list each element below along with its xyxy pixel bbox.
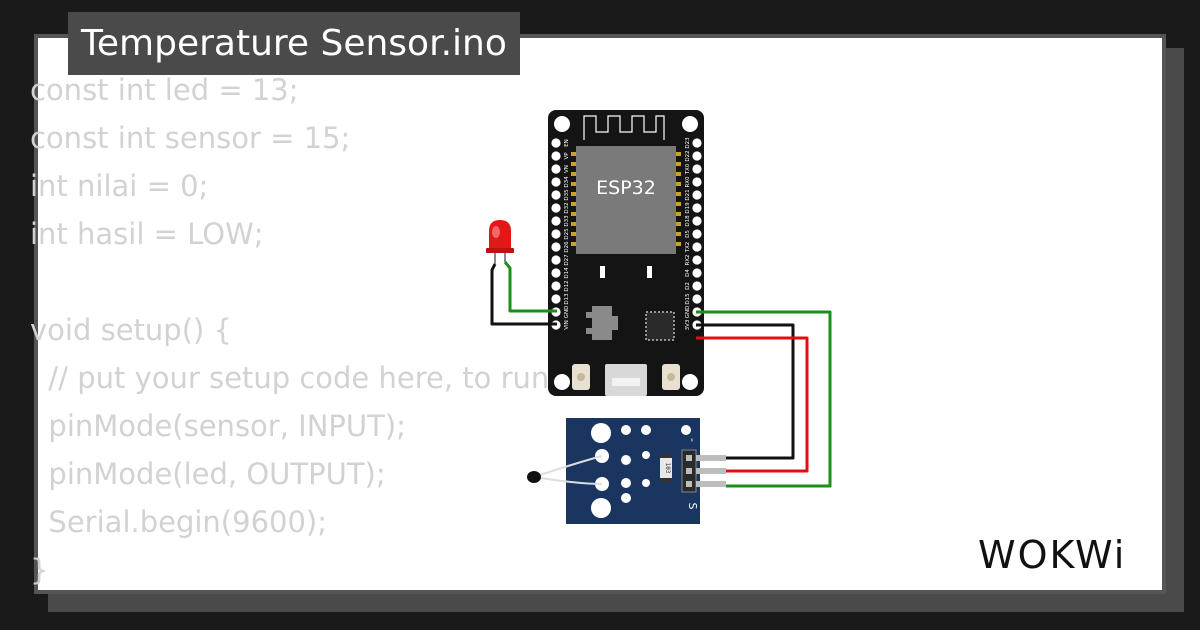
pin-left-3 (551, 177, 561, 187)
code-line: void setup() { (30, 313, 232, 347)
pin-label-minus: - (686, 438, 699, 442)
pin-label: D25 (564, 228, 570, 240)
pin-label: VP (564, 152, 570, 160)
code-line: const int sensor = 15; (30, 121, 351, 155)
pin-label: D34 (564, 176, 570, 188)
code-line: int nilai = 0; (30, 169, 209, 203)
wire-led-cathode (490, 263, 557, 326)
pin-left-0 (551, 138, 561, 148)
pin-left-10 (551, 268, 561, 278)
pin-right-8 (692, 242, 702, 252)
pin-right-7 (692, 229, 702, 239)
pin-label: D35 (564, 189, 570, 201)
pin-left-12 (551, 294, 561, 304)
pin-label: D12 (564, 280, 570, 291)
pin-left-9 (551, 255, 561, 265)
code-line: const int led = 13; (30, 73, 299, 107)
pin-right-0 (692, 138, 702, 148)
pin-label: D32 (564, 202, 570, 213)
pin-label: 3V3 (685, 319, 691, 330)
wire-power (696, 336, 809, 473)
pin-left-5 (551, 203, 561, 213)
pin-label: D21 (685, 189, 691, 200)
code-line: pinMode(sensor, INPUT); (30, 409, 406, 443)
pin-right-2 (692, 164, 702, 174)
wokwi-logo-text: WOKWi (978, 533, 1126, 577)
pin-right-6 (692, 216, 702, 226)
esp32-right-pin-header: D23D22TX0RX0D21D19D18D5TX2RX2D4D2D15GND3… (685, 137, 702, 330)
temperature-sensor-module: 103 - S (527, 418, 726, 524)
pin-label: D27 (564, 254, 570, 266)
pin-right-11 (692, 281, 702, 291)
code-line: Serial.begin(9600); (30, 505, 328, 539)
pin-label: D5 (685, 230, 691, 238)
wires (490, 261, 832, 488)
esp32-left-pin-header: EN VP VN D34D35D32D33D25D26D27D14D12D13GNDV… (551, 138, 570, 330)
code-line: } (30, 553, 49, 587)
wire-ground (696, 323, 795, 460)
thermistor-probe (527, 471, 541, 483)
resistor (660, 454, 672, 482)
pin-label: VIN (564, 320, 570, 330)
pin-label: TX0 (685, 163, 691, 175)
pin-label: D2 (685, 282, 691, 290)
pin-left-6 (551, 216, 561, 226)
pin-label: D22 (685, 150, 691, 161)
code-line: pinMode(led, OUTPUT); (30, 457, 386, 491)
pin-right-10 (692, 268, 702, 278)
pin-right-5 (692, 203, 702, 213)
wokwi-logo: WOKWi (978, 533, 1126, 577)
pin-label: D26 (564, 241, 570, 253)
esp32-module (576, 146, 676, 254)
pin-label: RX2 (685, 254, 691, 265)
pin-label: D33 (564, 215, 570, 227)
pin-right-3 (692, 177, 702, 187)
pin-right-9 (692, 255, 702, 265)
pin-label: EN (564, 139, 570, 147)
pin-label: D15 (685, 293, 691, 305)
pin-right-4 (692, 190, 702, 200)
sketch-title: Temperature Sensor.ino (68, 12, 520, 75)
esp32-chip-label: ESP32 (596, 177, 656, 199)
resistor-label: 103 (664, 463, 671, 474)
pin-left-7 (551, 229, 561, 239)
usb-uart-chip (645, 311, 675, 341)
pin-left-8 (551, 242, 561, 252)
pin-label: VN (564, 165, 570, 173)
code-preview: const int led = 13; const int sensor = 15… (30, 66, 638, 594)
pin-label: D13 (564, 293, 570, 305)
pin-label: GND (685, 306, 691, 319)
pin-left-1 (551, 151, 561, 161)
red-led (486, 220, 514, 264)
pin-left-11 (551, 281, 561, 291)
pin-label: RX0 (685, 176, 691, 188)
pin-left-4 (551, 190, 561, 200)
voltage-regulator (592, 306, 612, 340)
pin-right-12 (692, 294, 702, 304)
pin-label: D18 (685, 215, 691, 227)
pin-label: D4 (685, 269, 691, 277)
pin-label: D14 (564, 267, 570, 279)
pin-right-1 (692, 151, 702, 161)
pin-label-signal: S (686, 503, 699, 510)
pin-label: GND (564, 306, 570, 319)
wire-led-anode (503, 261, 557, 313)
pin-label: D23 (685, 137, 691, 149)
pin-label: TX2 (685, 242, 691, 254)
pin-label: D19 (685, 202, 691, 214)
wire-signal (696, 310, 832, 488)
pin-left-2 (551, 164, 561, 174)
code-line: int hasil = LOW; (30, 217, 264, 251)
